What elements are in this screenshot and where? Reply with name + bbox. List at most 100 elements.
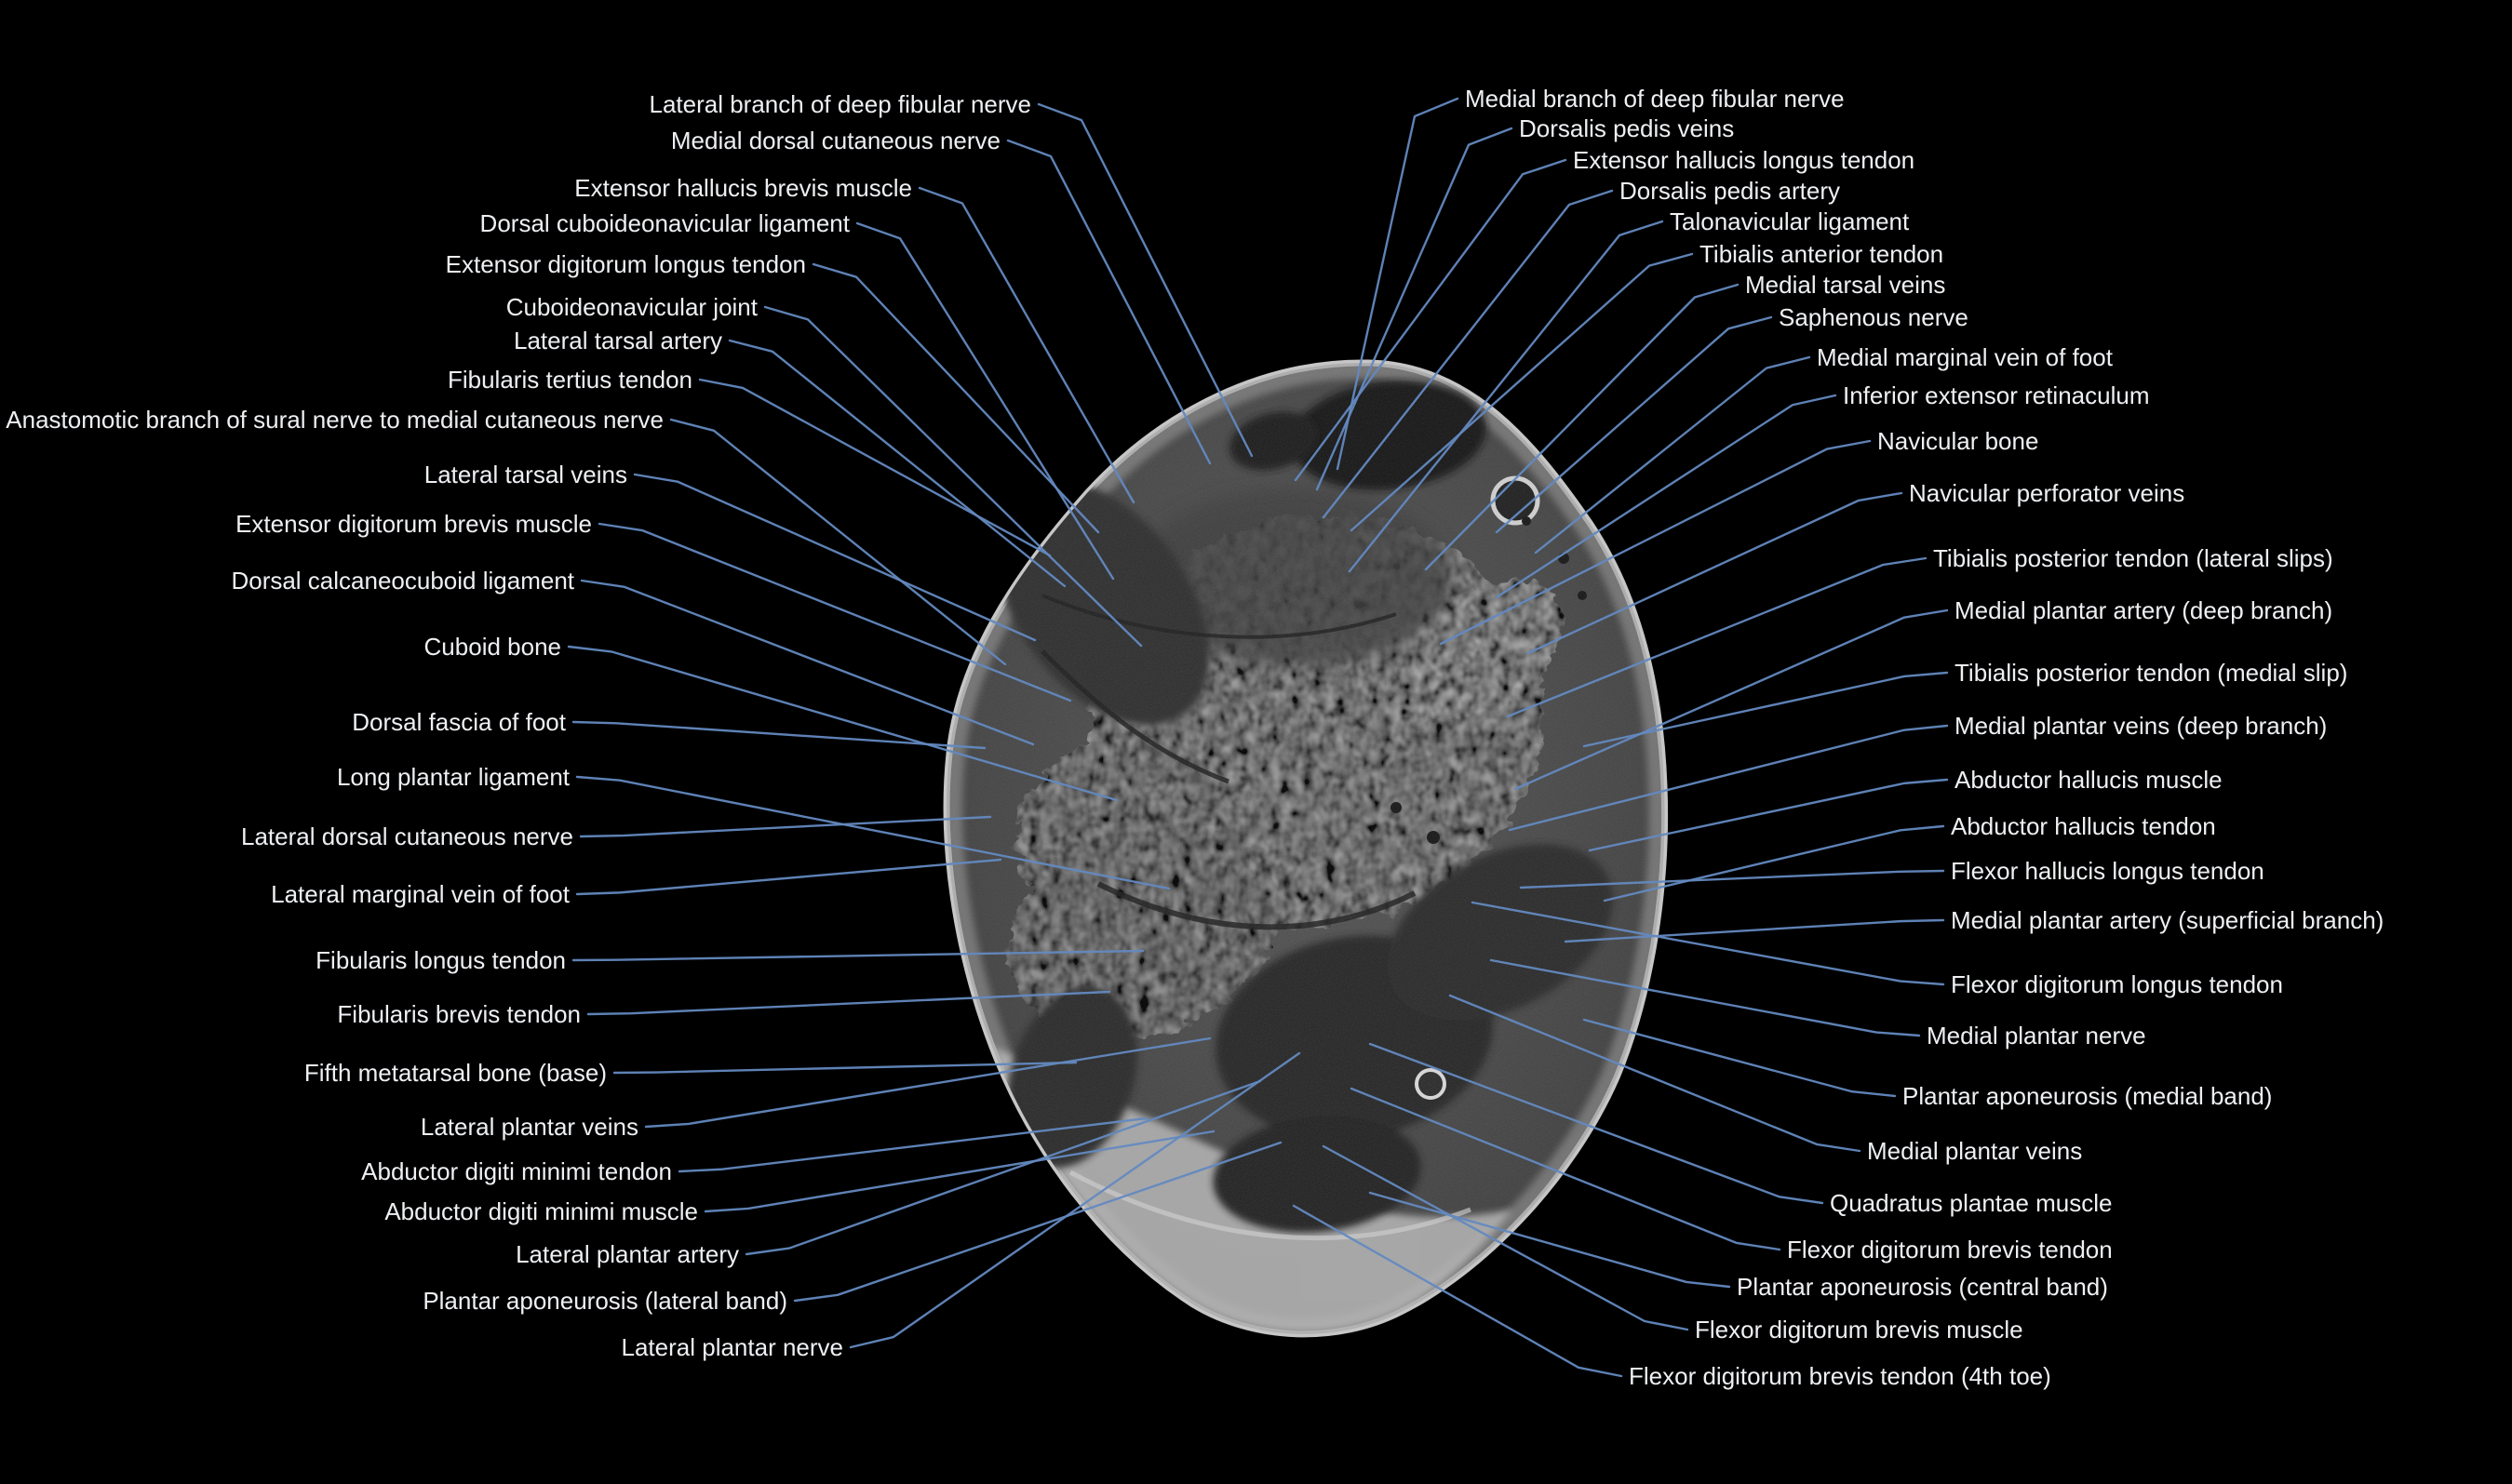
leader-line [1350, 252, 1694, 532]
leader-line [1348, 220, 1664, 573]
leader-line [728, 339, 1067, 588]
leader-line [1471, 901, 1945, 986]
leader-line [1588, 778, 1949, 852]
anatomy-label: Medial plantar artery (superficial branc… [1951, 906, 2384, 934]
leader-lines-layer [567, 97, 1949, 1378]
anatomy-label: Quadratus plantae muscle [1830, 1189, 2113, 1217]
anatomy-label: Tibialis anterior tendon [1699, 240, 1944, 268]
leader-line [571, 949, 1145, 962]
leader-line [1448, 994, 1861, 1153]
leader-line [1534, 355, 1811, 555]
anatomy-label: Flexor digitorum longus tendon [1951, 970, 2283, 998]
leader-line [633, 473, 1037, 642]
leader-line [1424, 283, 1740, 571]
leader-line [580, 579, 1035, 746]
anatomy-label: Lateral plantar artery [516, 1240, 739, 1268]
leader-line [1495, 394, 1837, 599]
mri-noise-overlay [947, 362, 1665, 1334]
anatomy-label: Extensor hallucis brevis muscle [574, 174, 912, 202]
leader-line [1582, 671, 1949, 748]
leader-line [1336, 97, 1459, 471]
anatomy-label: Extensor hallucis longus tendon [1573, 146, 1915, 174]
leader-line [745, 1079, 1262, 1256]
leader-line [763, 305, 1143, 648]
leader-line [1292, 1204, 1623, 1378]
anatomy-label: Fibularis tertius tendon [447, 366, 692, 394]
anatomy-label: Flexor digitorum brevis muscle [1695, 1316, 2023, 1344]
leader-line [1519, 869, 1945, 889]
anatomy-label: Extensor digitorum longus tendon [445, 250, 806, 278]
leader-line [567, 645, 1119, 802]
leader-line [1315, 127, 1513, 491]
leader-line [1037, 102, 1254, 458]
leader-line [1294, 158, 1567, 482]
leader-line [579, 815, 992, 838]
leader-line [1350, 1087, 1781, 1251]
anatomy-label: Lateral marginal vein of foot [271, 880, 570, 908]
anatomy-label: Medial marginal vein of foot [1817, 343, 2113, 371]
anatomy-label: Abductor hallucis tendon [1951, 812, 2216, 840]
anatomy-label: Abductor hallucis muscle [1955, 766, 2223, 794]
anatomy-label: Anastomotic branch of sural nerve to med… [6, 406, 664, 434]
anatomy-label: Lateral tarsal veins [423, 461, 627, 488]
leader-line [1322, 189, 1614, 519]
anatomy-label: Lateral plantar nerve [621, 1333, 843, 1361]
anatomy-label: Plantar aponeurosis (medial band) [1902, 1082, 2273, 1110]
leader-line [793, 1141, 1283, 1303]
anatomy-label: Lateral branch of deep fibular nerve [649, 90, 1032, 118]
leader-line [1495, 315, 1773, 534]
leader-line [1603, 824, 1945, 902]
anatomy-label: Fibularis brevis tendon [337, 1000, 581, 1028]
leader-line [1526, 491, 1903, 655]
leader-line [1439, 439, 1872, 646]
anatomy-label: Lateral plantar veins [420, 1113, 638, 1141]
anatomy-label: Navicular perforator veins [1909, 479, 2185, 507]
anatomy-label: Dorsal fascia of foot [352, 708, 566, 736]
leader-line [1489, 958, 1921, 1037]
anatomy-label: Plantar aponeurosis (lateral band) [423, 1287, 787, 1315]
leader-line [571, 720, 987, 750]
anatomy-label: Plantar aponeurosis (central band) [1737, 1273, 2108, 1301]
leader-line [575, 858, 1002, 896]
anatomy-label: Lateral dorsal cutaneous nerve [240, 822, 573, 850]
anatomy-label: Medial tarsal veins [1745, 271, 1946, 299]
anatomy-label: Abductor digiti minimi muscle [384, 1197, 698, 1225]
leader-line [644, 1036, 1212, 1129]
anatomy-label: Tibialis posterior tendon (lateral slips… [1933, 544, 2333, 572]
leader-line [1508, 724, 1949, 832]
anatomy-label: Fifth metatarsal bone (base) [303, 1059, 607, 1087]
anatomy-label: Medial plantar nerve [1927, 1022, 2146, 1049]
anatomy-label: Long plantar ligament [336, 763, 570, 791]
leader-line [669, 418, 1007, 666]
leader-line [612, 1061, 1078, 1075]
leader-line [1564, 918, 1945, 943]
leader-line [1582, 1018, 1897, 1098]
leader-line [678, 1116, 1149, 1173]
anatomy-label: Extensor digitorum brevis muscle [235, 510, 592, 538]
leader-line [575, 775, 1171, 890]
anatomy-label: Medial plantar veins (deep branch) [1955, 712, 2328, 740]
leader-line [918, 186, 1135, 504]
anatomy-label: Talonavicular ligament [1670, 207, 1910, 235]
anatomy-label: Flexor digitorum brevis tendon (4th toe) [1629, 1362, 2051, 1390]
leader-line [1322, 1144, 1689, 1331]
anatomy-label: Cuboid bone [423, 633, 561, 661]
anatomy-label: Medial dorsal cutaneous nerve [670, 127, 1001, 154]
leader-line [586, 990, 1111, 1016]
leader-line [1006, 139, 1212, 465]
leader-line [698, 378, 1052, 557]
leader-line [704, 1130, 1216, 1213]
anatomy-label: Flexor hallucis longus tendon [1951, 857, 2264, 885]
anatomy-label: Dorsal calcaneocuboid ligament [231, 567, 574, 595]
anatomy-label: Flexor digitorum brevis tendon [1787, 1236, 2113, 1263]
anatomy-label: Fibularis longus tendon [316, 946, 566, 974]
anatomy-label: Medial plantar veins [1867, 1137, 2083, 1165]
anatomy-label: Saphenous nerve [1779, 303, 1968, 331]
leader-line [812, 262, 1100, 534]
anatomy-label: Tibialis posterior tendon (medial slip) [1955, 659, 2348, 687]
anatomy-label: Dorsalis pedis veins [1519, 114, 1735, 142]
leader-line [1506, 556, 1928, 718]
leader-line [1368, 1191, 1731, 1289]
